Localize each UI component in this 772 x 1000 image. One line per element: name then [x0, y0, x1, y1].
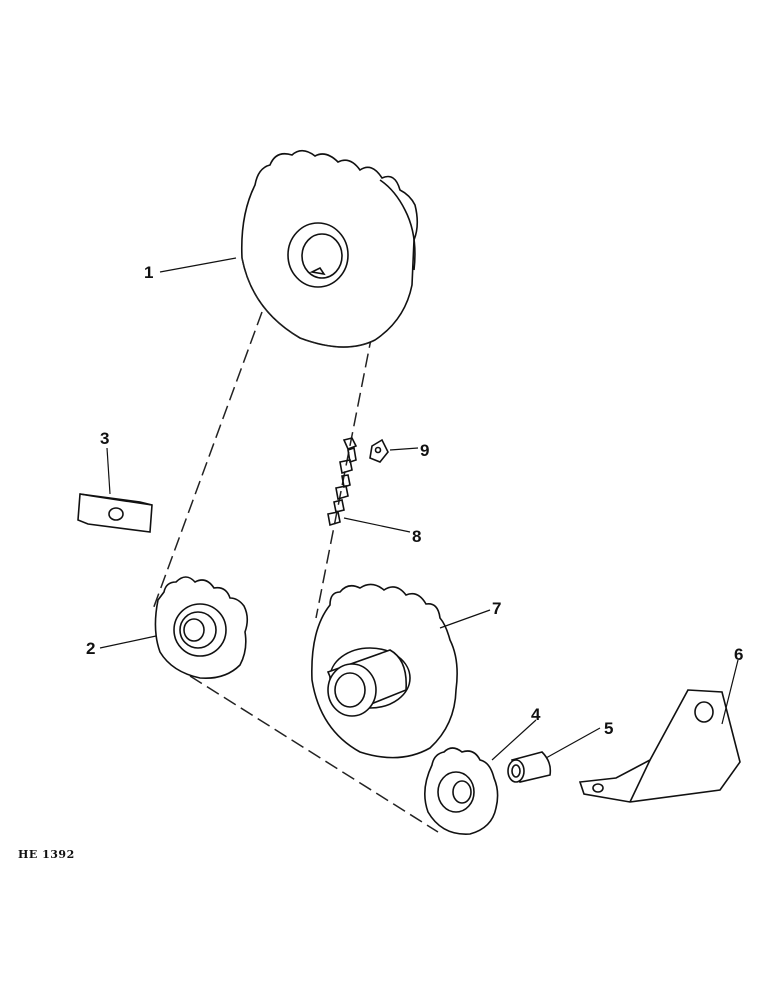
part-8-chain-links	[327, 437, 358, 527]
callout-2: 2	[86, 639, 95, 658]
part-1-upper-sprocket	[240, 149, 419, 348]
callout-5: 5	[604, 719, 613, 738]
part-9-connector-link	[369, 438, 389, 463]
callout-1: 1	[144, 263, 153, 282]
part-4-small-sprocket	[424, 747, 499, 835]
callout-6: 6	[734, 645, 743, 664]
part-2-idler-sprocket	[154, 576, 249, 680]
callout-7: 7	[492, 599, 501, 618]
callout-9: 9	[420, 441, 429, 460]
figure-reference: HE 1392	[18, 848, 75, 861]
part-7-drive-sprocket	[311, 583, 458, 759]
callout-labels: 1 2 3 4 5 6 7 8 9	[86, 263, 743, 738]
part-5-bushing	[507, 751, 552, 783]
leader-lines	[99, 257, 739, 761]
callout-3: 3	[100, 429, 109, 448]
part-3-spacer-block	[77, 493, 153, 533]
callout-4: 4	[531, 705, 541, 724]
callout-8: 8	[412, 527, 421, 546]
part-6-mounting-bracket	[578, 689, 741, 803]
